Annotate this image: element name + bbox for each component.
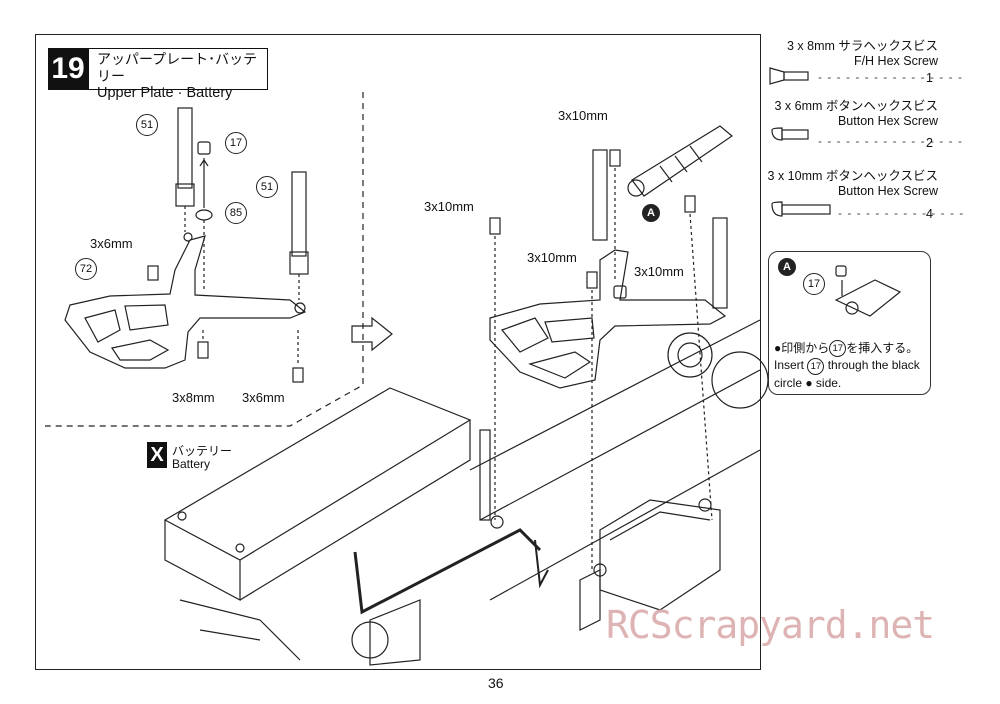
shock-absorber [627, 125, 733, 197]
legend-item-1: 3 x 8mm サラヘックスビス F/H Hex Screw [787, 39, 938, 69]
battery-label-en: Battery [172, 457, 211, 471]
watermark: RCScrapyard.net [606, 603, 935, 647]
step-title: アッパープレート･バッテリー Upper Plate · Battery [88, 48, 268, 101]
instruction-frame [35, 34, 761, 670]
page-number: 36 [488, 675, 504, 691]
step-number: 19 [48, 48, 88, 90]
step-divider [45, 92, 364, 427]
battery-pack [163, 387, 472, 601]
part-85-shape [195, 209, 213, 221]
legend-leader-2: - - - - - - - - - - - - - - - - [818, 134, 963, 148]
legend-icon-button-screw-10 [771, 201, 783, 217]
right-post-b [712, 217, 728, 309]
right-upper-plate [489, 249, 727, 389]
callout-drawing [834, 265, 902, 317]
legend-item-2: 3 x 6mm ボタンヘックスビス Button Hex Screw [774, 99, 938, 129]
legend-name-2: Button Hex Screw [837, 114, 938, 128]
legend-icon-fh-screw [769, 67, 785, 85]
label-screw-3x6-a: 3x6mm [90, 236, 133, 251]
part-label-72: 72 [75, 258, 97, 280]
step-title-en: Upper Plate · Battery [97, 85, 233, 101]
callout-en-line2: circle ● side. [774, 375, 842, 390]
left-screw-3x6-b [292, 367, 304, 383]
left-post-51a [175, 107, 195, 232]
legend-icon-button-screw-6 [771, 127, 783, 141]
marker-a: A [642, 204, 660, 222]
callout-marker-a: A [778, 258, 796, 276]
callout-part-17: 17 [803, 273, 825, 295]
callout-jp-pre: ●印側から [774, 341, 830, 355]
label-screw-3x6-b: 3x6mm [242, 390, 285, 405]
part-17-shape [197, 141, 211, 155]
part-label-17: 17 [225, 132, 247, 154]
legend-leader-3: - - - - - - - - - - - - - - [838, 206, 965, 220]
label-screw-3x8: 3x8mm [172, 390, 215, 405]
legend-name-1: F/H Hex Screw [853, 54, 938, 68]
label-screw-3x10-right: 3x10mm [634, 264, 684, 279]
left-screw-3x6-a [147, 265, 159, 281]
callout-box [768, 251, 931, 395]
left-post-51b [289, 171, 309, 300]
legend-spec-1: 3 x 8mm サラヘックスビス [786, 39, 938, 53]
legend-count-1: 1 [926, 71, 933, 85]
legend-spec-3: 3 x 10mm ボタンヘックスビス [767, 169, 938, 183]
upper-plate-72 [64, 235, 307, 369]
esc-unit [599, 499, 721, 611]
part-label-51a: 51 [136, 114, 158, 136]
callout-en-line1: Insert 17 through the black [774, 357, 934, 375]
callout-en-pre: Insert [774, 358, 805, 373]
label-screw-3x10-mid: 3x10mm [527, 250, 577, 265]
step-title-jp: アッパープレート･バッテリー [97, 51, 258, 84]
callout-jp-post: を挿入する。 [846, 341, 919, 355]
legend-count-3: 4 [926, 207, 933, 221]
legend-spec-2: 3 x 6mm ボタンヘックスビス [774, 99, 938, 113]
callout-en-part: 17 [807, 357, 825, 375]
battery-label-jp: バッテリー [172, 444, 233, 458]
part-label-85: 85 [225, 202, 247, 224]
battery-badge: X [147, 442, 167, 468]
left-screw-3x8 [197, 341, 209, 359]
legend-item-3: 3 x 10mm ボタンヘックスビス Button Hex Screw [768, 169, 938, 199]
label-screw-3x10-top: 3x10mm [558, 108, 608, 123]
callout-jp-part: 17 [829, 340, 847, 358]
battery-strap [353, 528, 542, 615]
legend-count-2: 2 [926, 136, 933, 150]
next-arrow [351, 316, 393, 352]
label-screw-3x10-left: 3x10mm [424, 199, 474, 214]
part-label-51b: 51 [256, 176, 278, 198]
legend-leader-1: - - - - - - - - - - - - - - - - [818, 70, 963, 84]
legend-name-3: Button Hex Screw [837, 184, 938, 198]
callout-en-post: through the black [827, 358, 920, 373]
right-post-a [592, 149, 608, 241]
